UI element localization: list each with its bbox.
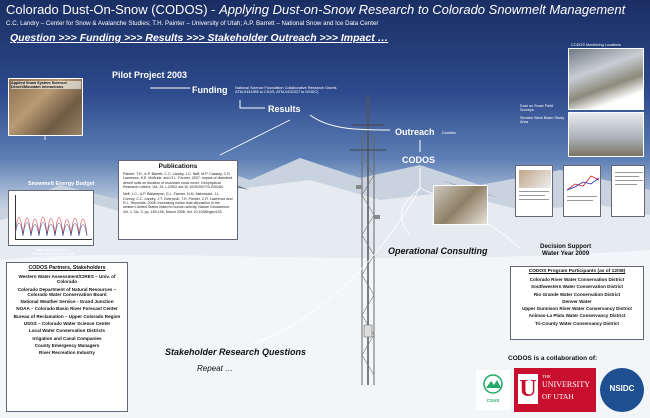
partner-item: River Recreation Industry	[39, 350, 95, 356]
report-thumb-2	[563, 165, 601, 217]
repeat-label: Repeat …	[197, 364, 234, 373]
decision-support-line2: Water Year 2009	[542, 250, 590, 257]
publications-title: Publications	[158, 163, 198, 170]
question-caption: Applied Snow System Science/ Desert/Moun…	[11, 81, 81, 90]
question-photo: Applied Snow System Science/ Desert/Moun…	[8, 78, 83, 136]
survey-caption: Dust on Snow Field Surveys	[520, 104, 553, 113]
funding-label: Funding	[192, 85, 228, 95]
collaboration-title: CODOS is a collaboration of:	[508, 355, 598, 362]
participants-title: CODOS Program Participants (as of 12/08)	[528, 269, 626, 274]
participant-item: Rio Grande Water Conservation District	[533, 291, 621, 297]
publication-2: Neff, J.C., A.P. Ballantyne, G.L. Farmer…	[123, 192, 233, 214]
participant-item: Southwestern Water Conservation District	[531, 284, 623, 290]
utah-of: OF UTAH	[542, 392, 574, 401]
title-sep: -	[207, 2, 220, 17]
participant-item: Denver Water	[562, 298, 592, 304]
decision-support-label: Decision Support Water Year 2009	[540, 243, 591, 257]
partner-item: County Emergency Managers	[34, 342, 100, 348]
funding-detail: National Science Foundation Collaborativ…	[235, 86, 337, 95]
stakeholder-questions-label: Stakeholder Research Questions	[165, 347, 307, 357]
codos-label: CODOS	[402, 155, 436, 165]
study-area-caption: Senator Beck Basin Study Area	[520, 116, 565, 125]
met-tower	[350, 95, 386, 385]
poster-title: Colorado Dust-On-Snow (CODOS) - Applying…	[6, 2, 625, 17]
partner-item: USGS – Colorado Water Science Center	[23, 320, 111, 326]
results-label: Results	[268, 104, 301, 114]
energy-budget-caption: Daily Solar Surface – Senator Beck Basin…	[31, 248, 75, 257]
flow-heading: Question >>> Funding >>> Results >>> Sta…	[10, 32, 389, 44]
survey-photo	[568, 112, 644, 157]
utah-university: UNIVERSITY	[542, 380, 590, 389]
monitoring-photo: CODOS Monitoring Locations	[568, 43, 644, 110]
publication-1: Painter, T.H., A.P. Barrett, C.C. Landry…	[123, 172, 233, 189]
utah-the: THE	[542, 374, 551, 379]
csas-logo: CSAS	[476, 370, 510, 410]
outreach-label: Outreach	[395, 127, 435, 137]
outreach-note: Doubles	[442, 131, 456, 135]
nsidc-logo: NSIDC	[600, 368, 644, 412]
partners-box: CODOS Partners, Stakeholders Western Wat…	[6, 262, 128, 412]
partners-title: CODOS Partners, Stakeholders	[28, 265, 106, 271]
partner-item: Colorado Department of Natural Resources…	[17, 286, 117, 297]
report-thumb-1	[515, 165, 553, 217]
operational-consulting-label: Operational Consulting	[388, 246, 488, 256]
energy-budget-title: Snowmelt Energy Budget	[28, 181, 95, 187]
partner-item: Irrigation and Canal Companies	[32, 335, 102, 341]
publications-box: Publications Painter, T.H., A.P. Barrett…	[118, 160, 238, 240]
monitoring-caption: CODOS Monitoring Locations	[571, 43, 622, 47]
utah-u-icon: U	[518, 374, 538, 404]
participant-item: Animas-La Plata Water Conservancy Distri…	[528, 313, 626, 319]
report-thumb-3	[611, 165, 645, 217]
csas-logo-text: CSAS	[486, 398, 500, 403]
partner-item: National Weather Service - Grand Junctio…	[20, 299, 114, 305]
dust-field-photo	[433, 185, 488, 225]
pilot-project-label: Pilot Project 2003	[112, 70, 188, 80]
participant-item: Upper Gunnison River Water Conservancy D…	[522, 306, 632, 312]
utah-logo: U THE UNIVERSITY OF UTAH	[514, 368, 596, 412]
participant-item: Colorado River Water Conservation Distri…	[529, 277, 625, 282]
partner-item: Local Water Conservation Districts	[28, 328, 106, 334]
participants-box: CODOS Program Participants (as of 12/08)…	[510, 266, 644, 340]
decision-support-line1: Decision Support	[540, 243, 592, 250]
partner-item: Bureau of Reclamation – Upper Colorado R…	[13, 313, 121, 319]
partner-item: Western Water Assessment/CIRES – Univ. o…	[18, 274, 116, 285]
energy-budget-lines	[15, 216, 88, 237]
nsidc-logo-text: NSIDC	[609, 384, 635, 393]
title-main: Colorado Dust-On-Snow (CODOS)	[6, 2, 208, 17]
participant-item: Tri-County Water Conservancy District	[534, 320, 620, 326]
title-subtitle: Applying Dust-on-Snow Research to Colora…	[219, 2, 626, 17]
authors: C.C. Landry – Center for Snow & Avalanch…	[6, 20, 379, 27]
energy-budget-chart	[8, 190, 94, 246]
partner-item: NOAA – Colorado Basin River Forecast Cen…	[16, 306, 118, 312]
